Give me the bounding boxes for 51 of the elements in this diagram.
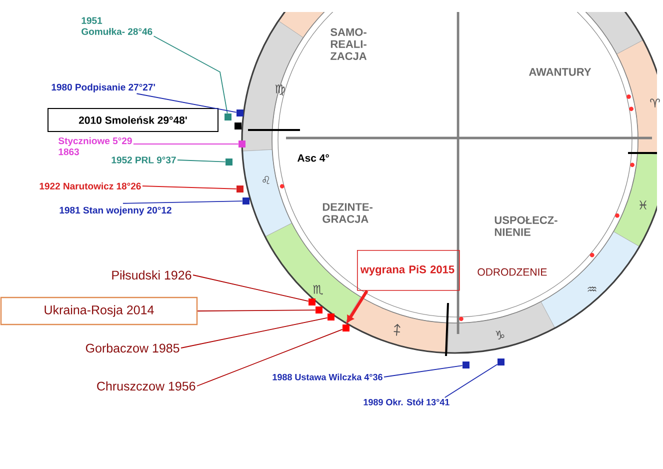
event-marker bbox=[238, 140, 246, 148]
leader-line bbox=[122, 200, 243, 204]
leader-line bbox=[197, 310, 316, 312]
event-label: 1988 Ustawa Wilczka 4°36 bbox=[272, 374, 382, 380]
zodiac-sign: ♐ bbox=[394, 324, 400, 336]
leader-line bbox=[177, 160, 226, 162]
event-marker bbox=[328, 314, 334, 320]
leader-line bbox=[196, 328, 343, 386]
leader-line bbox=[192, 274, 309, 302]
event-label: Styczniowe 5°29 1863 bbox=[58, 137, 132, 156]
text-label: SAMO- REALI- ZACJA bbox=[330, 28, 367, 60]
text-label: Asc 4° bbox=[297, 154, 329, 162]
event-marker bbox=[236, 186, 244, 192]
arrow bbox=[346, 290, 368, 323]
zodiac-sign: ♏ bbox=[313, 285, 323, 295]
event-marker bbox=[308, 298, 316, 306]
event-marker bbox=[224, 114, 232, 120]
text-label: DEZINTE- GRACJA bbox=[322, 203, 372, 223]
event-label: 1980 Podpisanie 27°27' bbox=[52, 84, 155, 92]
event-label-box: 2010 Smoleńsk 29°48' bbox=[48, 108, 218, 132]
zodiac-sign: ♌ bbox=[262, 176, 270, 184]
zodiac-sign: ♈ bbox=[650, 98, 660, 108]
leader-line bbox=[444, 364, 498, 398]
text-label: AWANTURY bbox=[529, 68, 592, 76]
leader-line bbox=[180, 317, 328, 348]
event-label: Piłsudski 1926 bbox=[112, 270, 192, 280]
zodiac-sign: ♓ bbox=[640, 200, 646, 210]
event-marker bbox=[316, 306, 322, 314]
event-marker bbox=[462, 362, 470, 368]
text-label: ODRODZENIE bbox=[478, 268, 547, 276]
zodiac-sign: ♑ bbox=[496, 330, 504, 340]
text-label: USPOŁECZ- NIENIE bbox=[494, 216, 558, 236]
event-label: Chruszczow 1956 bbox=[97, 381, 196, 391]
zodiac-sign: ♒ bbox=[588, 286, 596, 292]
event-marker bbox=[226, 158, 232, 166]
event-label: Gorbaczow 1985 bbox=[86, 343, 180, 353]
event-marker bbox=[498, 358, 504, 366]
event-label-box: Ukraina-Rosja 2014 bbox=[0, 296, 198, 326]
leader-line bbox=[153, 36, 228, 114]
leader-line bbox=[136, 93, 237, 113]
event-marker bbox=[342, 324, 350, 332]
event-label: 1981 Stan wojenny 20°12 bbox=[60, 206, 172, 216]
event-marker bbox=[236, 110, 244, 116]
leader-line bbox=[142, 186, 237, 190]
event-label: 1951 Gomułka- 28°46 bbox=[82, 17, 152, 35]
leader-line bbox=[384, 365, 463, 378]
annotation-box: wygrana PiS 2015 bbox=[357, 250, 460, 291]
event-marker bbox=[242, 198, 250, 204]
event-label: 1922 Narutowicz 18°26 bbox=[40, 182, 141, 190]
event-label: 1952 PRL 9°37 bbox=[112, 156, 176, 164]
event-label: 1989 Okr. Stół 13°41 bbox=[364, 398, 450, 406]
